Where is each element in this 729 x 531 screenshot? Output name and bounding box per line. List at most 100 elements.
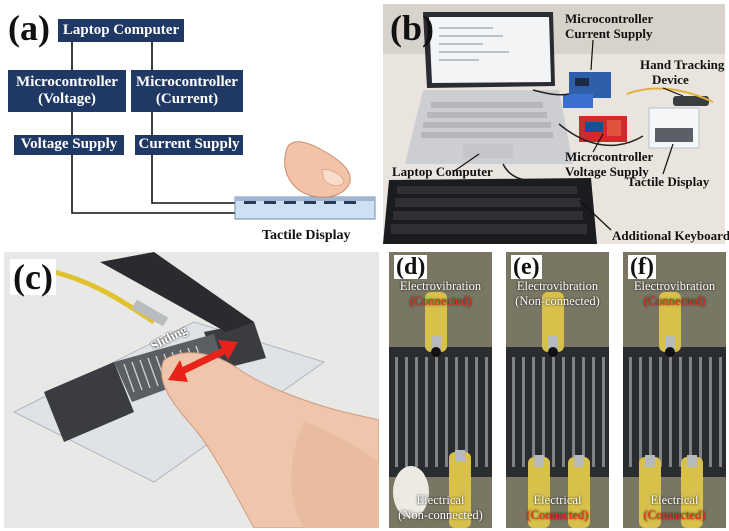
caption-microcontroller-current-supply: Microcontroller Current Supply — [565, 11, 654, 42]
probe-bottom-right — [568, 457, 590, 528]
closeup-d-top-label: Electrovibration (Connected) — [389, 279, 492, 309]
closeup-d-bottom-line: Electrical — [416, 493, 465, 507]
closeup-e-bottom-line: Electrical — [533, 493, 582, 507]
callout-line — [452, 153, 480, 173]
closeup-f-bottom-label: Electrical (Connected) — [623, 493, 726, 523]
closeup-e-bottom-state: (Connected) — [526, 508, 589, 522]
photo-closeup-f — [623, 252, 726, 528]
photo-closeup-e — [506, 252, 609, 528]
yellow-wire — [53, 269, 156, 325]
caption-hand-tracking-line2: Device — [652, 71, 689, 87]
closeup-e-bottom-label: Electrical (Connected) — [506, 493, 609, 523]
panel-label-f: (f) — [628, 254, 656, 280]
hand — [291, 422, 379, 528]
connector-line — [71, 155, 235, 214]
callout-line — [592, 133, 604, 153]
tactile-display-top-layer — [235, 197, 375, 201]
closeup-f-top-label: Electrovibration (Connected) — [623, 279, 726, 309]
closeup-scene-e — [506, 252, 609, 528]
caption-mc-current-line1: Microcontroller — [565, 11, 654, 26]
electrode-pad-left — [44, 362, 134, 442]
sliding-arrow-shaft — [174, 344, 232, 378]
sliding-arrow-head-left — [168, 360, 188, 382]
panel-label-a: (a) — [8, 8, 50, 48]
photo-setup — [383, 4, 725, 244]
panel-label-c: (c) — [10, 259, 56, 295]
microcontroller-voltage-box: Microcontroller (Voltage) — [8, 70, 126, 112]
fingertip-illustration — [284, 141, 351, 198]
black-tape-strip — [100, 252, 254, 332]
caption-hand-tracking-line1: Hand Tracking — [640, 57, 725, 72]
laptop-computer-label: Laptop Computer — [62, 21, 180, 38]
closeup-f-bottom-line: Electrical — [650, 493, 699, 507]
panel-label-d: (d) — [394, 254, 428, 280]
electrode-segment — [324, 201, 336, 204]
diagram-connectors — [71, 42, 376, 220]
electrode-segment — [344, 201, 356, 204]
microcontroller-current-box: Microcontroller (Current) — [131, 70, 243, 112]
electrode-segment — [284, 201, 296, 204]
tactile-display-device — [655, 128, 693, 142]
closeup-d-top-state: (Connected) — [409, 294, 472, 308]
caption-mc-voltage-line2: Voltage Supply — [565, 163, 649, 179]
voltage-supply-label: Voltage Supply — [20, 136, 118, 153]
caption-laptop-computer: Laptop Computer — [392, 164, 493, 179]
electrode-segment — [304, 201, 316, 204]
closeup-d-bottom-label: Electrical (Non-connected) — [389, 493, 492, 523]
setup-scene — [383, 4, 725, 244]
panel-label-e: (e) — [511, 254, 542, 280]
closeup-e-top-line: Electrovibration — [516, 279, 599, 293]
current-supply-box: Current Supply — [135, 135, 243, 155]
laptop-screen — [429, 17, 551, 83]
closeup-d-bottom-state: (Non-connected) — [398, 508, 483, 522]
microcontroller-voltage-line1: Microcontroller — [16, 73, 118, 90]
caption-additional-keyboard: Additional Keyboard — [612, 228, 729, 243]
closeup-e-top-state: (Non-connected) — [515, 294, 600, 308]
probe-bottom-right — [681, 457, 703, 528]
caption-microcontroller-voltage-supply: Microcontroller Voltage Supply — [565, 149, 654, 180]
probe-top — [425, 292, 447, 352]
caption-hand-tracking-device: Hand Tracking Device — [640, 57, 725, 88]
caption-mc-current-line2: Current Supply — [565, 25, 653, 41]
closeup-e-top-label: Electrovibration (Non-connected) — [506, 279, 609, 309]
sliding-arrow-head-right — [218, 340, 238, 360]
photo-closeup-d — [389, 252, 492, 528]
closeup-d-top-line: Electrovibration — [399, 279, 482, 293]
callout-lines — [452, 39, 684, 231]
microcontroller-voltage-line2: (Voltage) — [38, 91, 96, 107]
panel-label-b: (b) — [390, 8, 434, 48]
probe-bottom-right — [449, 452, 471, 528]
finger-scene — [4, 252, 379, 528]
photo-finger-sliding — [4, 252, 379, 528]
closeup-scene-f — [623, 252, 726, 528]
laptop-computer-box: Laptop Computer — [58, 19, 184, 42]
electrode-segment — [244, 201, 256, 204]
closeup-f-top-line: Electrovibration — [633, 279, 716, 293]
closeup-f-bottom-state: (Connected) — [643, 508, 706, 522]
probe-top — [659, 292, 681, 352]
probe-bottom-left — [528, 457, 550, 528]
closeup-f-top-state: (Connected) — [643, 294, 706, 308]
alligator-clip — [131, 299, 169, 327]
current-supply-board — [563, 94, 593, 108]
electrode-segment — [264, 201, 276, 204]
microcontroller-current-line1: Microcontroller — [136, 73, 238, 90]
connector-line — [151, 155, 235, 204]
microcontroller-current-line2: (Current) — [155, 91, 219, 107]
hand-tracking-device — [673, 96, 709, 106]
callout-line — [590, 39, 594, 71]
probe-bottom-left — [639, 457, 661, 528]
current-supply-label: Current Supply — [138, 136, 240, 153]
callout-line — [662, 87, 684, 97]
caption-tactile-display: Tactile Display — [627, 174, 710, 189]
closeup-scene-d — [389, 252, 492, 528]
callout-line — [662, 143, 674, 175]
touchpad — [463, 144, 513, 158]
callout-line — [578, 199, 612, 231]
probe-top — [542, 292, 564, 352]
voltage-supply-box: Voltage Supply — [14, 135, 124, 155]
tactile-display-caption: Tactile Display — [262, 228, 351, 243]
caption-mc-voltage-line1: Microcontroller — [565, 149, 654, 164]
probe-bottom-left — [393, 466, 429, 518]
fingernail-illustration — [321, 169, 345, 186]
